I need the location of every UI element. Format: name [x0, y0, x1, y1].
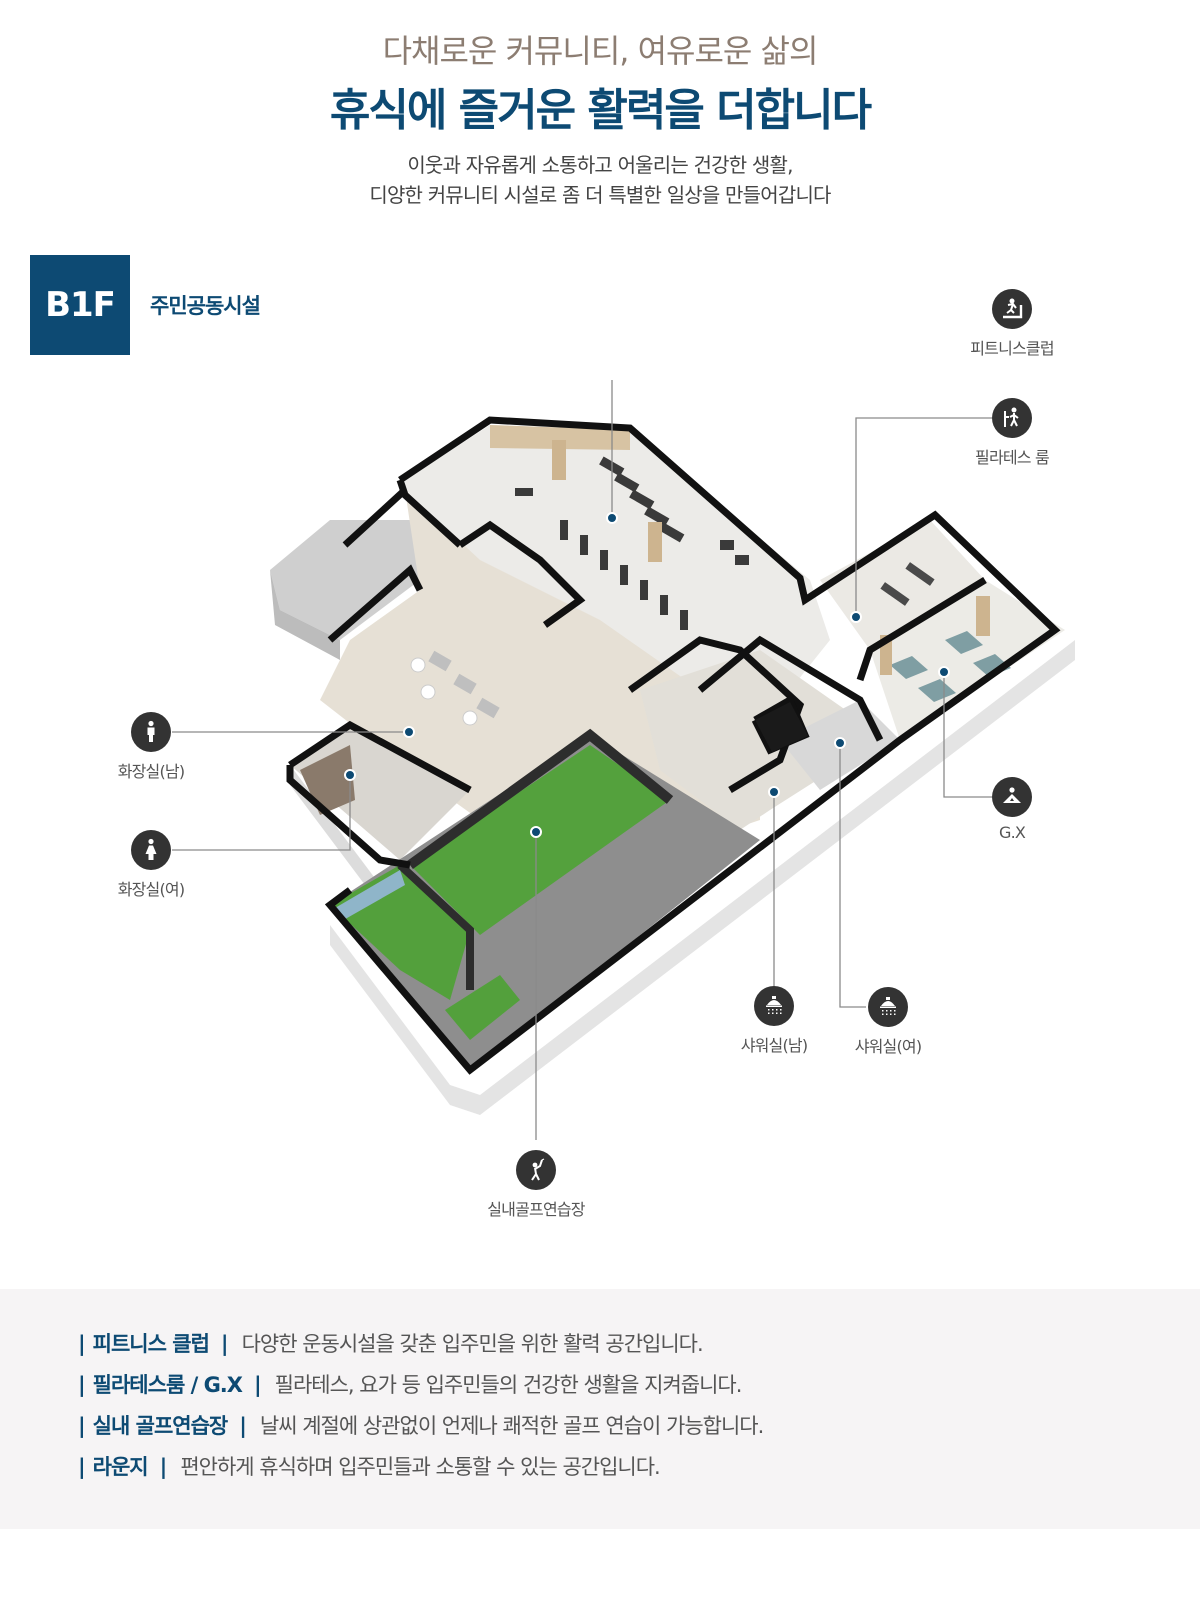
- shower-icon: [868, 987, 908, 1027]
- callout-label: 샤워실(여): [854, 1037, 922, 1056]
- callout-label: 화장실(여): [117, 880, 185, 899]
- facility-name: 실내 골프연습장: [92, 1414, 229, 1438]
- shower-icon: [754, 986, 794, 1026]
- separator: |: [78, 1414, 86, 1438]
- callout-label: 피트니스클럽: [970, 339, 1054, 358]
- male-icon: [131, 712, 171, 752]
- separator: |: [253, 1373, 262, 1397]
- headline-title: 휴식에 즐거운 활력을 더합니다: [329, 85, 872, 136]
- female-icon: [131, 830, 171, 870]
- separator: |: [159, 1455, 168, 1479]
- callout-label: 샤워실(남): [740, 1036, 808, 1055]
- facility-description: 필라테스, 요가 등 입주민들의 건강한 생활을 지켜줍니다.: [274, 1373, 743, 1397]
- facility-description-panel: [0, 1289, 1200, 1529]
- floor-title: 주민공동시설: [150, 294, 261, 318]
- intro-text: 이웃과 자유롭게 소통하고 어울리는 건강한 생활, 디양한 커뮤니티 시설로 …: [0, 150, 1200, 210]
- callout-restroom-male[interactable]: 화장실(남): [111, 712, 191, 782]
- yoga-pose-icon: [992, 777, 1032, 817]
- golfer-icon: [516, 1150, 556, 1190]
- callout-pilates[interactable]: 필라테스 룸: [972, 398, 1052, 468]
- callout-label: 필라테스 룸: [975, 448, 1050, 467]
- callout-label: G.X: [998, 823, 1026, 842]
- intro-line-2: 디양한 커뮤니티 시설로 좀 더 특별한 일상을 만들어갑니다: [369, 183, 831, 207]
- description-row-pilates-gx: | 필라테스룸 / G.X | 필라테스, 요가 등 입주민들의 건강한 생활을…: [78, 1369, 763, 1410]
- separator: |: [220, 1332, 229, 1356]
- floor-plan-illustration: [0, 380, 1200, 1140]
- description-row-fitness: | 피트니스 클럽 | 다양한 운동시설을 갖춘 입주민을 위한 활력 공간입니…: [78, 1328, 763, 1369]
- facility-description: 다양한 운동시설을 갖춘 입주민을 위한 활력 공간입니다.: [241, 1332, 704, 1356]
- treadmill-runner-icon: [992, 289, 1032, 329]
- facility-description: 날씨 계절에 상관없이 언제나 쾌적한 골프 연습이 가능합니다.: [259, 1414, 764, 1438]
- description-row-golf: | 실내 골프연습장 | 날씨 계절에 상관없이 언제나 쾌적한 골프 연습이 …: [78, 1410, 764, 1451]
- headline-subtitle: 다채로운 커뮤니티, 여유로운 삶의: [382, 32, 819, 70]
- callout-shower-female[interactable]: 샤워실(여): [848, 987, 928, 1057]
- facility-name: 필라테스룸 / G.X: [92, 1373, 243, 1397]
- floor-badge: B1F: [30, 255, 130, 355]
- separator: |: [239, 1414, 247, 1438]
- callout-shower-male[interactable]: 샤워실(남): [734, 986, 814, 1056]
- facility-name: 라운지: [92, 1455, 149, 1479]
- callout-gx[interactable]: G.X: [972, 777, 1052, 842]
- callout-label: 화장실(남): [117, 762, 185, 781]
- facility-description-list: | 피트니스 클럽 | 다양한 운동시설을 갖춘 입주민을 위한 활력 공간입니…: [78, 1328, 764, 1492]
- pilates-person-icon: [992, 398, 1032, 438]
- callout-restroom-female[interactable]: 화장실(여): [111, 830, 191, 900]
- callout-golf[interactable]: 실내골프연습장: [481, 1150, 591, 1220]
- separator: |: [78, 1373, 86, 1397]
- separator: |: [78, 1332, 86, 1356]
- facility-name: 피트니스 클럽: [92, 1332, 210, 1356]
- description-row-lounge: | 라운지 | 편안하게 휴식하며 입주민들과 소통할 수 있는 공간입니다.: [78, 1451, 763, 1492]
- separator: |: [78, 1455, 86, 1479]
- callout-label: 실내골프연습장: [487, 1200, 585, 1219]
- intro-line-1: 이웃과 자유롭게 소통하고 어울리는 건강한 생활,: [407, 153, 793, 177]
- facility-description: 편안하게 휴식하며 입주민들과 소통할 수 있는 공간입니다.: [180, 1455, 660, 1479]
- callout-fitness[interactable]: 피트니스클럽: [970, 289, 1055, 359]
